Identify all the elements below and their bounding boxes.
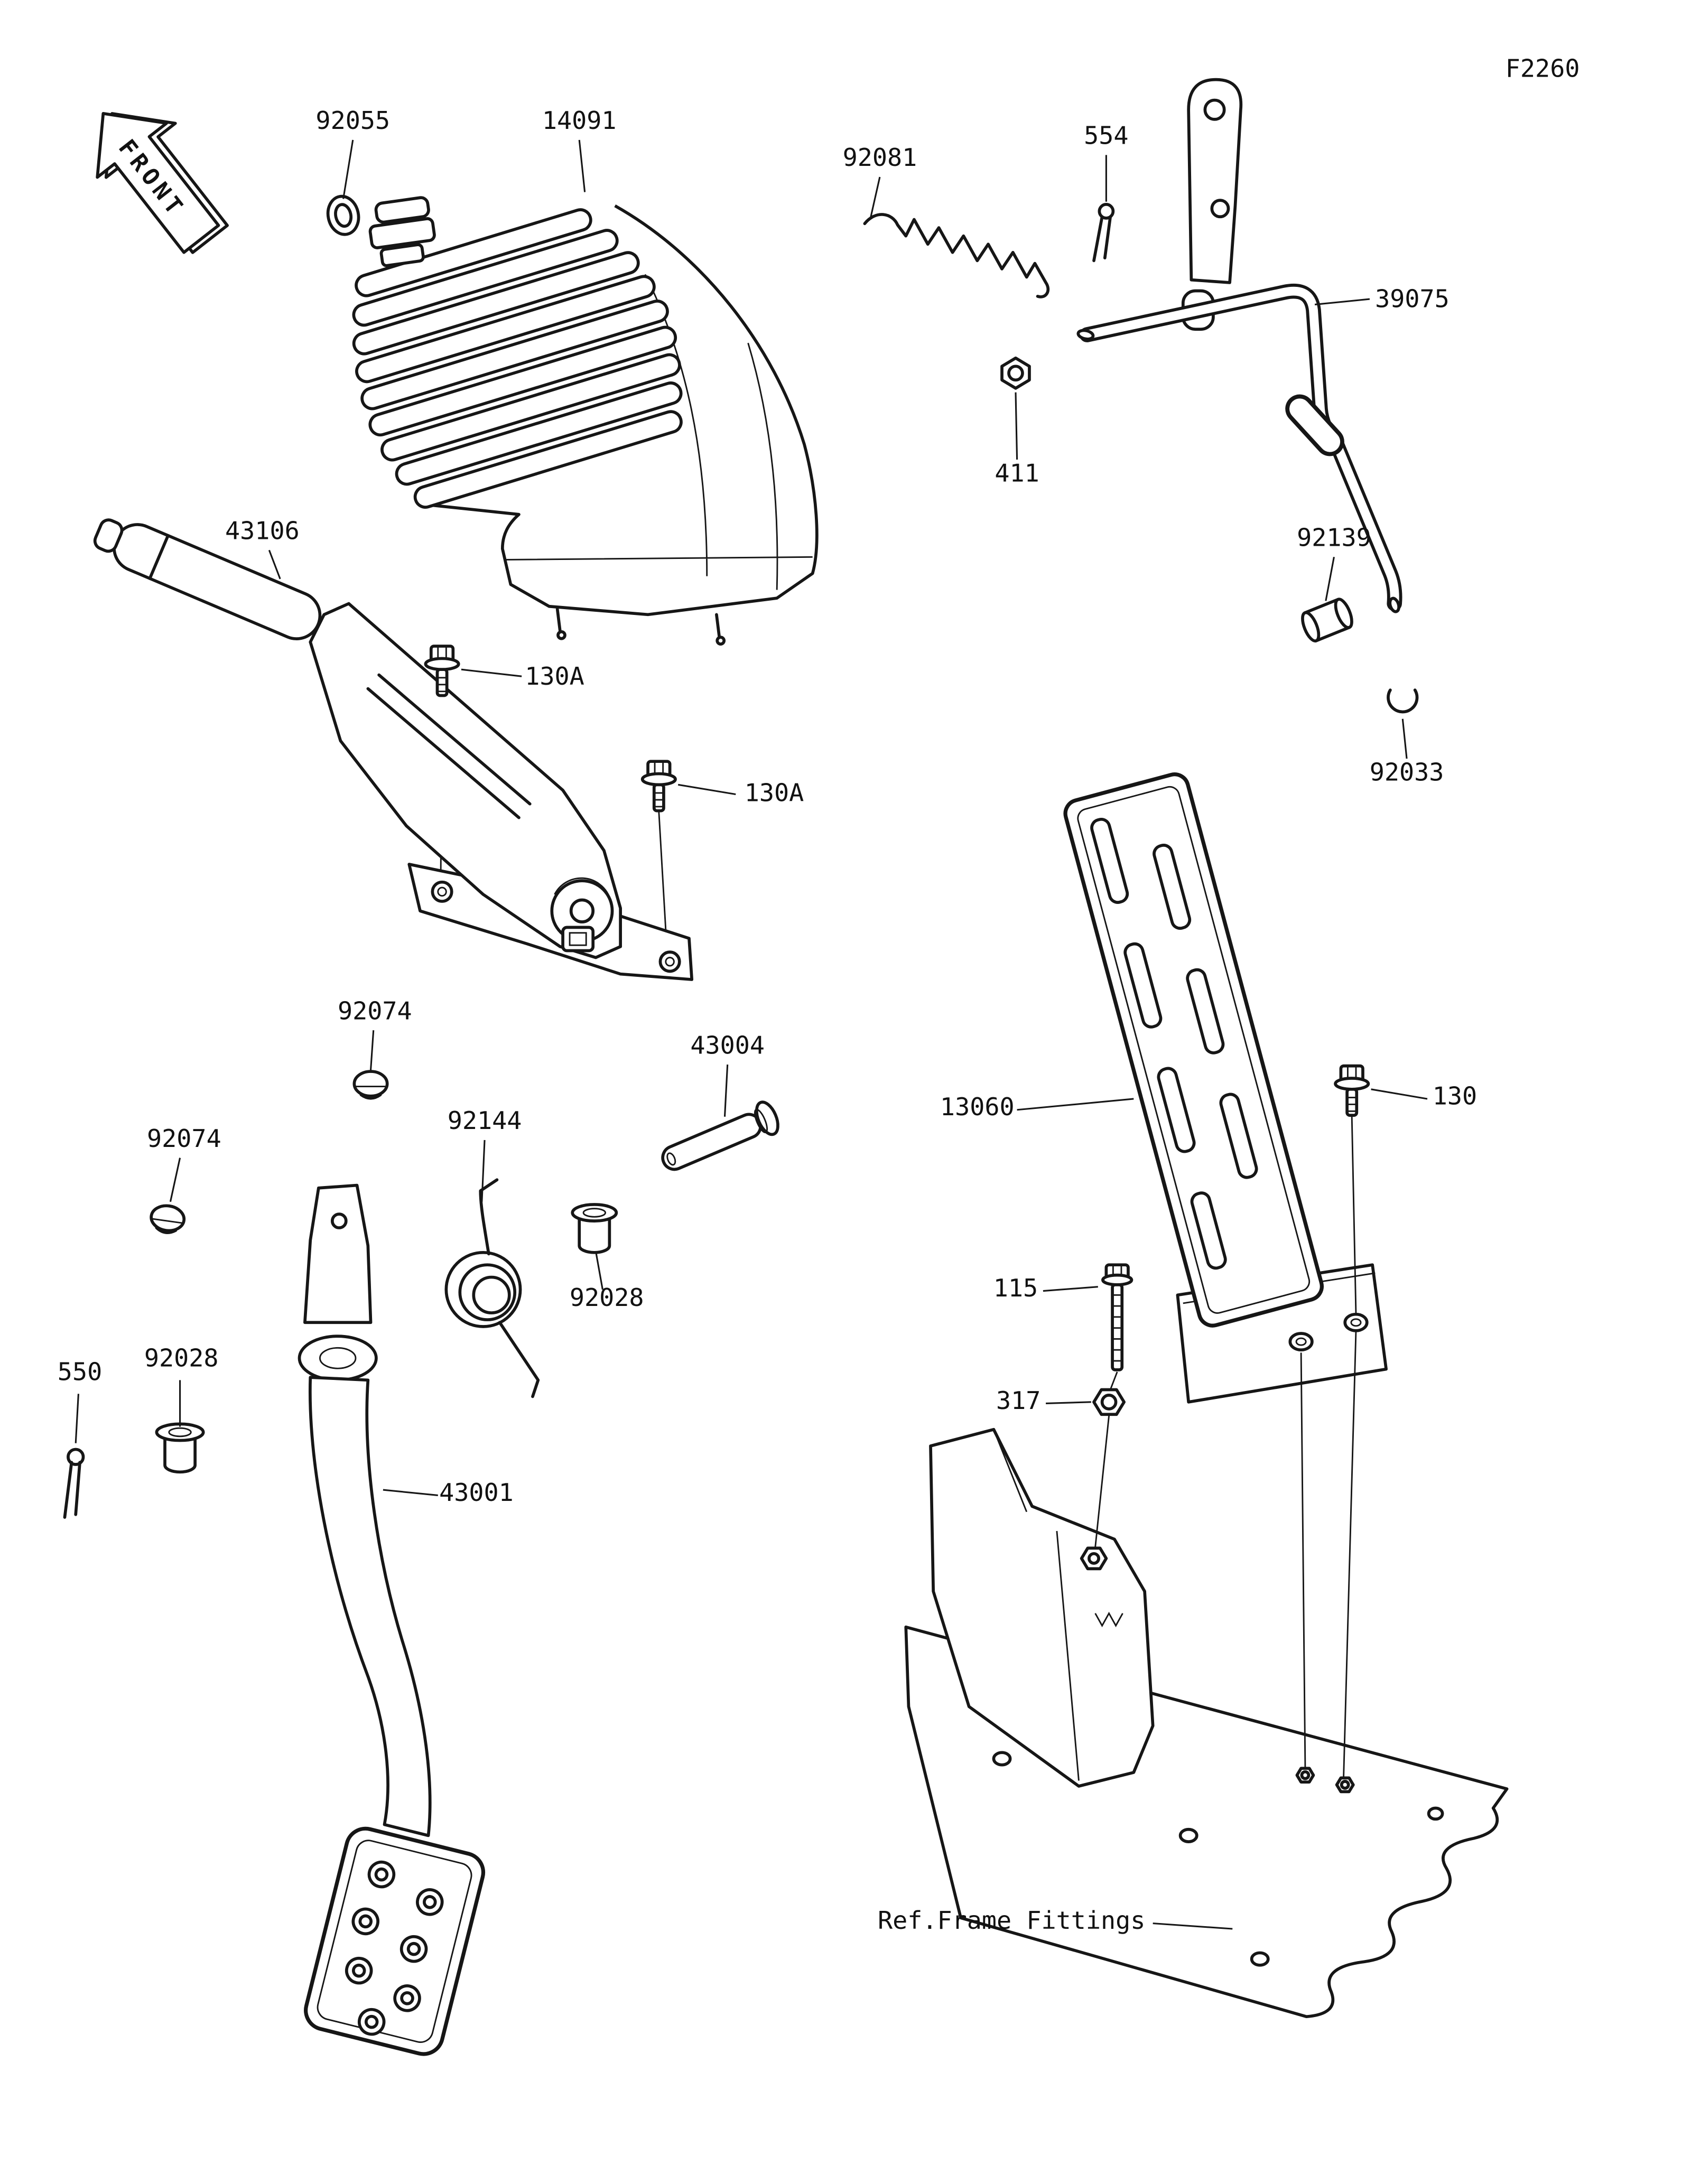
part-circlip-92033 (1387, 688, 1419, 714)
bracket-nut (1080, 1546, 1108, 1571)
ref-frame-fittings-note: Ref.Frame Fittings (878, 1907, 1145, 1935)
part-label-43001: 43001 (439, 1479, 514, 1507)
floor-nut-right (1335, 1776, 1355, 1794)
part-bolt-130a-2 (643, 761, 675, 810)
part-throttle-pedal-13060 (1063, 772, 1324, 1328)
part-label-92144: 92144 (448, 1107, 522, 1135)
part-bolt-115 (1101, 1263, 1133, 1371)
part-bushing-92139 (1301, 598, 1353, 643)
labels: F2260 92055 14091 92081 554 39075 411 92… (58, 54, 1580, 1935)
part-label-130: 130 (1433, 1082, 1477, 1110)
part-label-92055: 92055 (315, 107, 390, 135)
part-pedal-rod-39075 (1076, 78, 1402, 613)
part-label-39075: 39075 (1375, 285, 1450, 314)
part-brake-pedal-43001 (298, 1183, 486, 2056)
part-torsion-spring-92144 (444, 1178, 540, 1398)
part-clevis-pin-43004 (661, 1100, 779, 1171)
part-label-92028-1: 92028 (570, 1284, 644, 1312)
page-code: F2260 (1506, 54, 1580, 83)
part-hand-lever-43106 (93, 518, 694, 981)
part-label-411: 411 (995, 459, 1039, 488)
part-label-554: 554 (1084, 122, 1128, 151)
part-o-ring-92055 (326, 194, 360, 236)
cover-fins (352, 208, 683, 509)
part-label-14091: 14091 (542, 107, 617, 135)
part-label-317: 317 (996, 1387, 1040, 1415)
part-label-92139: 92139 (1297, 524, 1371, 553)
part-cotter-pin-554 (1092, 203, 1115, 263)
part-label-92074-2: 92074 (147, 1125, 221, 1153)
part-label-130a-2: 130A (745, 779, 804, 807)
part-label-550: 550 (58, 1358, 102, 1386)
part-label-92028-2: 92028 (144, 1344, 219, 1373)
part-return-spring-92081 (863, 213, 1050, 298)
part-label-92074-1: 92074 (338, 997, 412, 1025)
part-cap-92074-1 (352, 1070, 389, 1100)
part-nut-411 (1000, 356, 1031, 390)
part-nut-317 (1092, 1388, 1126, 1416)
pedal-pad (304, 1826, 486, 2056)
part-bushing-92028-2 (155, 1422, 205, 1474)
part-label-92081: 92081 (843, 144, 917, 172)
part-label-13060: 13060 (940, 1093, 1015, 1122)
throttle-bracket-holes (1288, 1312, 1369, 1352)
part-bolt-130 (1335, 1066, 1368, 1115)
leader-lines (75, 139, 1428, 1930)
pedal-stop-bracket (929, 1427, 1155, 1788)
part-label-43004: 43004 (690, 1031, 765, 1060)
part-label-115: 115 (993, 1274, 1038, 1303)
front-arrow: FRONT (96, 111, 229, 254)
part-label-92033: 92033 (1370, 759, 1444, 787)
part-cotter-pin-550 (63, 1448, 85, 1519)
part-cap-92074-2 (150, 1204, 186, 1234)
lever-grip (93, 518, 322, 640)
part-bushing-92028-1 (571, 1203, 618, 1254)
cover-filler-cap (368, 196, 436, 267)
part-cover-14091 (352, 196, 819, 646)
part-label-130a-1: 130A (525, 662, 584, 691)
floor-nut-left (1295, 1767, 1315, 1784)
part-label-43106: 43106 (225, 517, 300, 546)
